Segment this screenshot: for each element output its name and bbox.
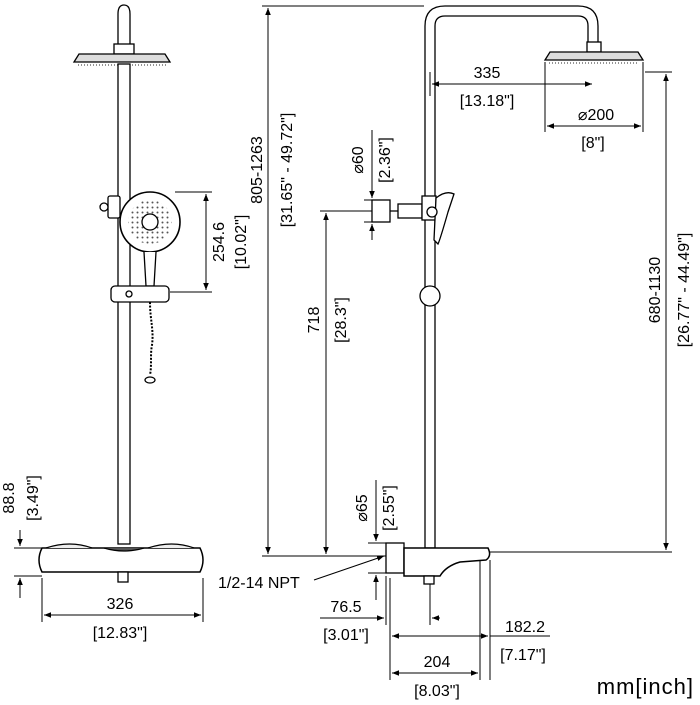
label-mixer-width-inch: [12.83"] <box>93 625 148 642</box>
label-arm-reach-mm: 335 <box>474 65 501 82</box>
side-riser-arm <box>424 5 599 549</box>
label-inlet-offset-inch: [3.01"] <box>323 627 369 644</box>
label-bracket-diameter-mm: ⌀60 <box>350 146 367 174</box>
front-slider <box>110 285 170 303</box>
front-connector-nut <box>113 43 135 55</box>
label-inlet-diameter-inch: [2.55"] <box>381 485 398 531</box>
label-head-height-mm: 680-1130 <box>647 257 664 324</box>
label-handshower-inch: [10.02"] <box>233 215 250 270</box>
front-hose <box>149 301 154 376</box>
side-mixer-body <box>403 547 491 577</box>
label-head-diameter-inch: [8"] <box>581 135 604 152</box>
label-total-height-inch: [31.65" - 49.72"] <box>279 113 296 228</box>
side-slider <box>419 285 441 307</box>
front-gooseneck <box>117 4 131 52</box>
label-bracket-height-mm: 718 <box>306 307 323 334</box>
label-bracket-height-inch: [28.3"] <box>333 297 350 343</box>
side-inlet <box>385 542 405 574</box>
label-inlet-offset-mm: 76.5 <box>330 599 361 616</box>
label-arm-reach-inch: [13.18"] <box>460 93 515 110</box>
label-total-height-mm: 805-1263 <box>249 136 266 204</box>
label-head-diameter-mm: ⌀200 <box>578 107 614 124</box>
label-handshower-mm: 254.6 <box>211 222 228 262</box>
front-view <box>38 4 204 583</box>
units-label: mm[inch] <box>597 674 694 699</box>
side-dimension-labels: 805-1263 [31.65" - 49.72"] 335 [13.18"] … <box>218 65 693 700</box>
label-thread: 1/2-14 NPT <box>218 575 300 592</box>
front-mixer-body <box>38 547 204 573</box>
front-handshower-handle <box>143 251 157 287</box>
label-spout-reach-mm: 182.2 <box>505 619 545 636</box>
label-bracket-diameter-inch: [2.36"] <box>377 137 394 183</box>
label-spout-reach-inch: [7.17"] <box>500 647 546 664</box>
label-inlet-diameter-mm: ⌀65 <box>354 494 371 522</box>
side-view <box>371 5 645 585</box>
side-dimensions <box>262 5 672 680</box>
front-bracket <box>107 195 121 219</box>
label-mixer-height-inch: [3.49"] <box>25 475 42 521</box>
front-dimension-labels: 254.6 [10.02"] 88.8 [3.49"] 326 [12.83"] <box>1 215 250 642</box>
label-mixer-width-mm: 326 <box>107 596 134 613</box>
side-wall-bracket <box>371 199 391 223</box>
front-rain-head <box>72 53 172 63</box>
label-mixer-depth-inch: [8.03"] <box>414 683 460 700</box>
label-head-height-inch: [26.77" - 44.49"] <box>676 233 693 348</box>
label-mixer-height-mm: 88.8 <box>1 482 18 513</box>
side-handshower <box>433 192 455 246</box>
front-riser-pipe <box>117 63 131 545</box>
side-rain-head <box>543 51 645 61</box>
label-mixer-depth-mm: 204 <box>424 654 451 671</box>
front-dimensions <box>14 191 212 622</box>
